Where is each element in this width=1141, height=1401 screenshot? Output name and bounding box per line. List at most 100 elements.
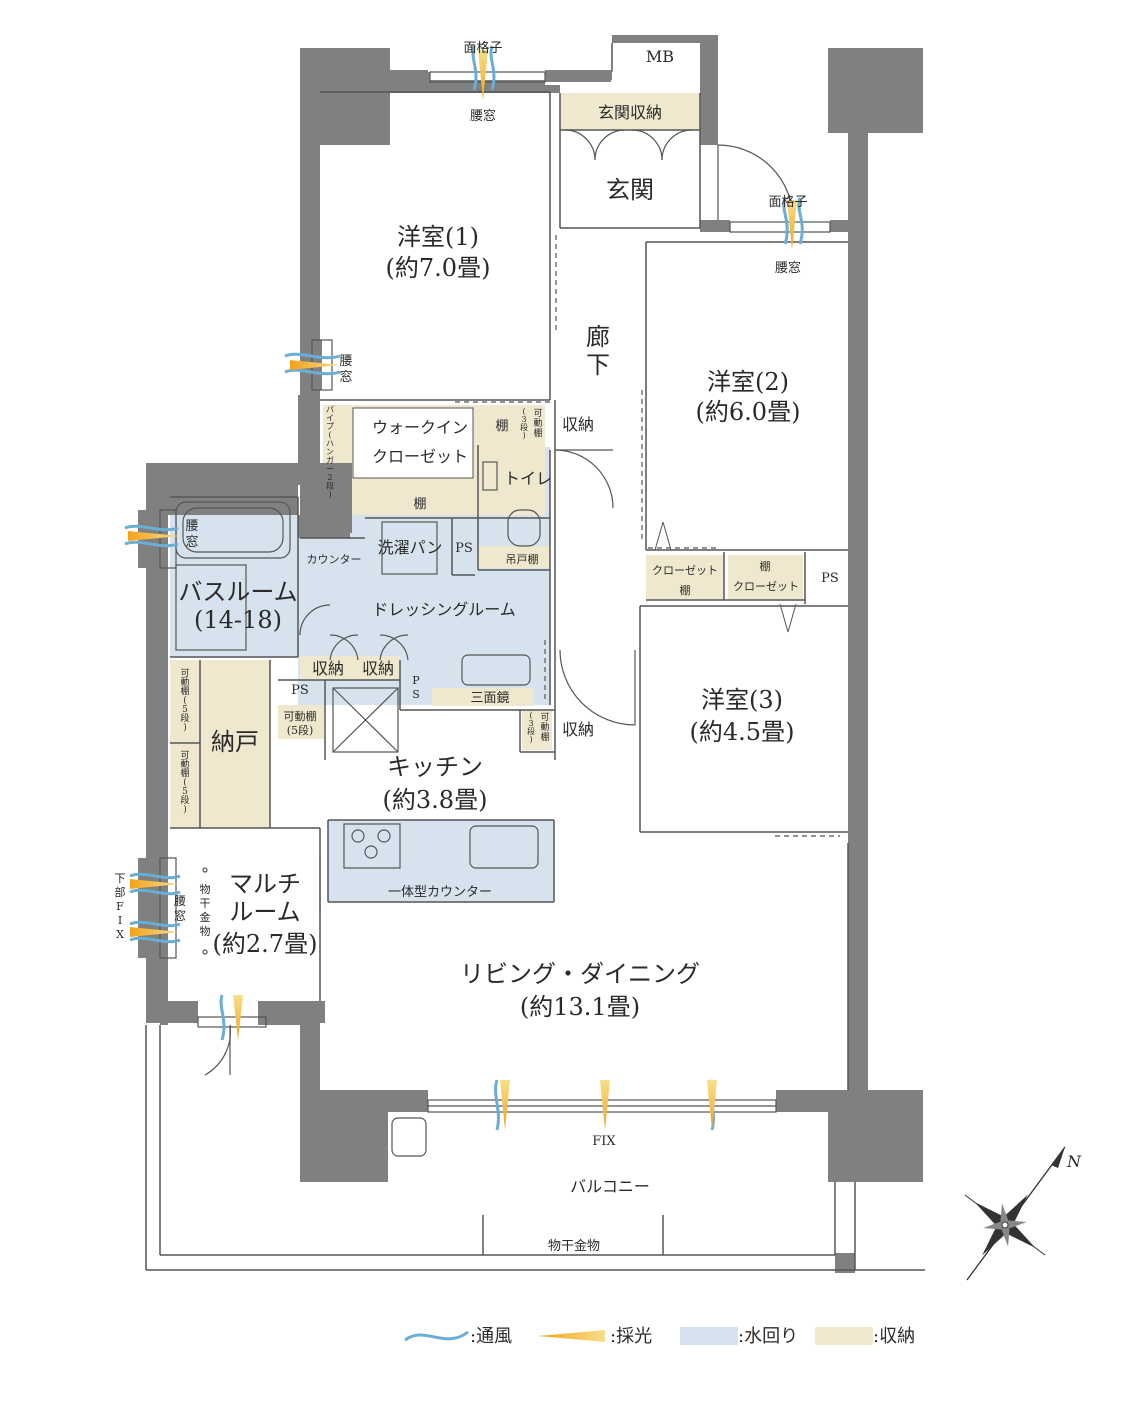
kado-3dan-bottom-char: ) — [529, 735, 532, 744]
kado-nando-1-char: ( — [183, 695, 187, 706]
kado-3dan-bottom-char: 3 — [528, 719, 533, 728]
kado-nando-1-char: 5 — [182, 705, 188, 715]
toilet-fixture — [507, 509, 541, 547]
pipe-hanger-label-char: イ — [326, 414, 334, 423]
unit-counter-label: 一体型カウンター — [388, 885, 492, 900]
bath-fill — [170, 497, 298, 657]
shitabu-fix-char: X — [116, 928, 124, 941]
monohoshi-multi-char: 物 — [200, 924, 211, 938]
balcony-unit — [391, 1117, 427, 1157]
kado-nando-1-char: 可 — [180, 668, 189, 679]
kado-bottom-char: 可 — [540, 712, 549, 723]
closet-left-tana: 棚 — [680, 583, 691, 597]
ps4-2: S — [412, 688, 420, 701]
koshimado-left-1: 腰 — [339, 354, 352, 369]
nando-label: 納戸 — [211, 728, 259, 756]
closet-left-fill — [646, 555, 724, 599]
fixtures — [175, 461, 541, 1157]
storage-areas — [170, 93, 803, 828]
kado-nando-2-char: 5 — [182, 787, 188, 797]
light-marks — [128, 50, 797, 1342]
kitchen-size: (約3.8畳) — [383, 786, 488, 814]
legend-light: :採光 — [610, 1326, 652, 1347]
compass: N — [964, 1146, 1082, 1281]
nando-fill — [170, 660, 270, 828]
kado-bottom-fill — [522, 710, 552, 750]
north-label: N — [1066, 1152, 1082, 1171]
shuno-ab-fill — [300, 656, 400, 680]
legend-wind-mark — [404, 1330, 469, 1342]
pipe-hanger-label-char: プ — [326, 422, 334, 431]
kado-bottom-char: 動 — [540, 722, 549, 733]
bath-name: バスルーム — [178, 578, 297, 606]
pipe-hanger-label-char: ン — [326, 448, 334, 457]
window-right — [729, 221, 831, 233]
living-size: (約13.1畳) — [520, 993, 640, 1021]
pipe-hanger-label-char: パ — [326, 405, 334, 414]
western1-size: (約7.0畳) — [386, 254, 491, 282]
tsuridana-label: 吊戸棚 — [506, 552, 539, 566]
menkoushi-right: 面格子 — [768, 194, 807, 210]
monohoshi-multi-char: 金 — [200, 910, 211, 924]
toilet-label: トイレ — [504, 469, 552, 488]
koshimado-bath-2: 窓 — [185, 534, 198, 550]
closet-right-tana: 棚 — [760, 559, 771, 573]
kado-nando-2-char: ( — [183, 777, 187, 788]
multi-size: (約2.7畳) — [213, 930, 318, 958]
airflow-marks — [124, 45, 804, 1342]
tsuridana-fill — [478, 546, 550, 568]
koshimado-bath-1: 腰 — [185, 519, 198, 534]
multi-name-1: マルチ — [229, 870, 301, 898]
closet-marks — [654, 521, 797, 633]
dressing-label: ドレッシングルーム — [372, 600, 516, 619]
kado-nando-1-char: 棚 — [180, 685, 189, 697]
balcony-label: バルコニー — [570, 1177, 650, 1196]
kitchen-sink — [469, 825, 539, 869]
kado-5dan-k1: 可動棚 — [284, 709, 317, 723]
hallway-2: 下 — [586, 351, 610, 379]
toilet-tank — [482, 461, 498, 491]
shitabu-fix-char: 部 — [115, 885, 126, 899]
ps1: PS — [455, 541, 473, 556]
kado-3dan-bottom-char: 段 — [527, 726, 535, 736]
legend: :通風 :採光 :水回り :収納 — [470, 1326, 915, 1347]
pipe-hanger-label-char: ハ — [326, 439, 334, 448]
shuno-top: 収納 — [562, 415, 594, 434]
ps3: PS — [291, 683, 309, 698]
kado-nando-2-char: 可 — [180, 750, 189, 761]
shuno-a: 収納 — [312, 659, 344, 678]
pipe-hanger-label-char: 2 — [327, 473, 332, 482]
kado-top-char: 棚 — [533, 427, 542, 439]
western3-name: 洋室(3) — [701, 686, 783, 714]
menkoushi-top: 面格子 — [463, 40, 502, 56]
closet-right-label: クローゼット — [733, 580, 799, 593]
dashed-lines — [319, 235, 840, 910]
kado-5dan-k2: (5段) — [287, 723, 314, 737]
pipe-hanger-label-char: 段 — [326, 481, 334, 491]
laundry-label: 洗濯パン — [378, 538, 443, 557]
legend-storage-swatch — [815, 1327, 873, 1345]
pipe-hanger-label-char: ガ — [326, 455, 334, 465]
western3-size: (約4.5畳) — [690, 718, 795, 746]
koshimado-right: 腰窓 — [775, 260, 801, 276]
living-name: リビング・ダイニング — [460, 960, 700, 988]
sink — [461, 654, 531, 686]
wic-line1: ウォークイン — [372, 418, 468, 437]
kado-3dan-top-char: ( — [522, 407, 525, 416]
kado-3dan-top-char: 段 — [520, 422, 528, 432]
pipe-hanger-label-char: ー — [326, 465, 334, 474]
kado-nando-1-char: ) — [183, 722, 187, 733]
kitchen-name: キッチン — [387, 753, 483, 781]
partitions — [145, 43, 925, 1271]
bath-size: (14-18) — [194, 606, 282, 634]
legend-wind: :通風 — [470, 1326, 512, 1347]
closet-left-label: クローゼット — [652, 564, 718, 577]
kado-top-fill — [515, 406, 545, 446]
kado-nando-2-char: ) — [183, 804, 187, 815]
shitabu-fix-char: F — [116, 900, 124, 913]
kado-nando-2-char: 動 — [180, 759, 189, 770]
kado-3dan-bottom-char: ( — [529, 711, 532, 720]
kado-nando-1-char: 動 — [180, 677, 189, 688]
kado-5dan-fill — [278, 705, 324, 739]
kado-bottom-char: 棚 — [540, 731, 549, 743]
